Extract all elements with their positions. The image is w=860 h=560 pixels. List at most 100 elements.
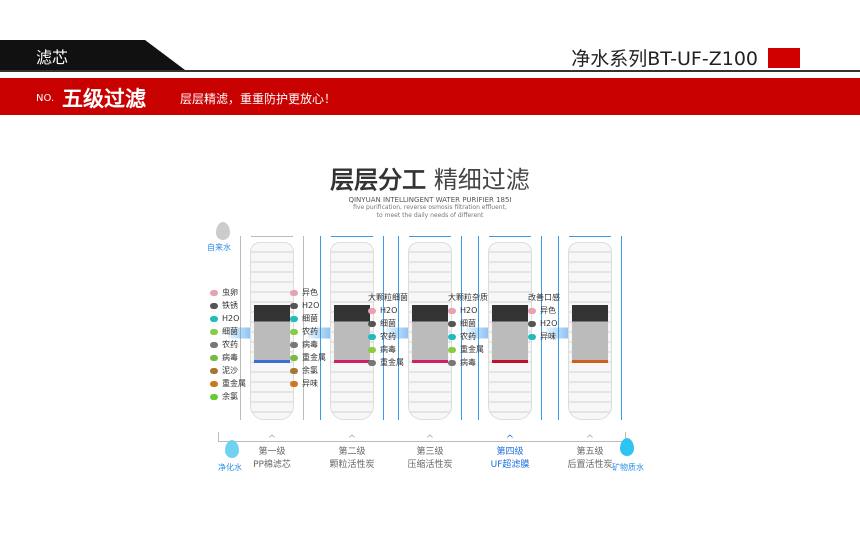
stage-label[interactable]: 第三级压缩活性炭 <box>407 447 453 470</box>
filter-cartridge[interactable] <box>408 242 452 420</box>
contaminant-icon <box>290 354 298 361</box>
outlet-left-label: 净化水 <box>218 463 242 472</box>
contaminant-item: 铁锈 <box>210 299 246 312</box>
title-band: NO. 五级过滤 层层精滤，重重防护更放心！ <box>0 78 860 115</box>
contaminant-icon <box>448 320 456 327</box>
contaminant-icon <box>210 315 218 322</box>
contaminant-icon <box>290 315 298 322</box>
contaminant-icon <box>368 346 376 353</box>
contaminant-item: 病毒 <box>210 351 246 364</box>
band-subtitle: 层层精滤，重重防护更放心！ <box>180 92 337 106</box>
accent-square <box>768 48 800 68</box>
contaminant-icon <box>210 354 218 361</box>
stage-label[interactable]: 第五级后置活性炭 <box>567 447 613 470</box>
water-drop-icon <box>216 222 230 240</box>
contaminant-icon <box>448 346 456 353</box>
contaminant-item: 细菌 <box>448 317 488 330</box>
contaminant-item: H2O <box>528 317 560 330</box>
hero-title: 层层分工 精细过滤 <box>0 160 860 195</box>
contaminant-icon <box>210 289 218 296</box>
pipe-line <box>218 432 626 442</box>
outlet-right-label: 矿物质水 <box>612 463 644 472</box>
contaminant-icon <box>210 367 218 374</box>
contaminant-item: H2O <box>368 304 408 317</box>
band-no: NO. <box>36 93 55 104</box>
contaminant-item: 农药 <box>290 325 326 338</box>
contaminant-icon <box>210 341 218 348</box>
contaminant-item: 病毒 <box>448 356 488 369</box>
contaminant-item: H2O <box>448 304 488 317</box>
contaminant-icon <box>528 320 536 327</box>
contaminant-icon <box>368 320 376 327</box>
contaminant-item: 重金属 <box>290 351 326 364</box>
contaminant-icon <box>368 359 376 366</box>
en-line-3: to meet the daily needs of different <box>376 212 484 219</box>
filter-cartridge[interactable] <box>568 242 612 420</box>
contaminant-icon <box>448 333 456 340</box>
contaminant-item: 重金属 <box>368 356 408 369</box>
filter-cartridge[interactable] <box>330 242 374 420</box>
filter-label <box>334 305 370 363</box>
hero-title-bold: 层层分工 <box>330 166 427 194</box>
contaminant-heading: 大颗粒杂质 <box>448 293 488 302</box>
header-divider <box>0 70 860 72</box>
contaminant-item: 病毒 <box>368 343 408 356</box>
en-line-1: QINYUAN INTELLINGENT WATER PURIFIER 185I <box>348 196 512 204</box>
contaminant-item: 病毒 <box>290 338 326 351</box>
contaminant-item: 农药 <box>448 330 488 343</box>
filter-label <box>254 305 290 363</box>
contaminant-icon <box>210 380 218 387</box>
band-title: 五级过滤 <box>62 87 146 111</box>
contaminant-icon <box>448 307 456 314</box>
filter-label <box>572 305 608 363</box>
contaminant-item: 农药 <box>368 330 408 343</box>
filter-cartridge[interactable] <box>250 242 294 420</box>
contaminant-item: 异色 <box>528 304 560 317</box>
series-title: 净水系列BT-UF-Z100 <box>571 48 758 70</box>
caret-up-icon: ^ <box>347 434 357 445</box>
contaminant-item: 细菌 <box>210 325 246 338</box>
contaminant-heading: 改善口感 <box>528 293 560 302</box>
contaminant-icon <box>290 367 298 374</box>
en-line-2: five purification, reverse osmosis filtr… <box>353 204 507 211</box>
filter-cartridge[interactable] <box>488 242 532 420</box>
caret-up-icon: ^ <box>267 434 277 445</box>
filter-label <box>412 305 448 363</box>
contaminant-icon <box>368 333 376 340</box>
contaminant-icon <box>528 307 536 314</box>
contaminant-icon <box>210 302 218 309</box>
contaminant-item: 异色 <box>290 286 326 299</box>
section-tab-label: 滤芯 <box>36 48 69 67</box>
contaminant-icon <box>448 359 456 366</box>
contaminant-icon <box>290 341 298 348</box>
contaminant-icon <box>528 333 536 340</box>
contaminant-item: 重金属 <box>210 377 246 390</box>
contaminant-item: 虫卵 <box>210 286 246 299</box>
contaminant-icon <box>210 393 218 400</box>
stage-label[interactable]: 第二级颗粒活性炭 <box>329 447 375 470</box>
contaminant-icon <box>290 302 298 309</box>
filter-label <box>492 305 528 363</box>
contaminant-icon <box>290 289 298 296</box>
contaminant-item: 余氯 <box>210 390 246 403</box>
contaminant-item: H2O <box>210 312 246 325</box>
water-drop-icon <box>620 438 634 456</box>
contaminant-icon <box>210 328 218 335</box>
contaminant-icon <box>290 380 298 387</box>
inlet-label: 自来水 <box>207 243 231 252</box>
section-tab: 滤芯 <box>0 40 185 70</box>
contaminant-icon <box>290 328 298 335</box>
contaminant-item: 泥沙 <box>210 364 246 377</box>
contaminant-item: 重金属 <box>448 343 488 356</box>
contaminant-item: 余氯 <box>290 364 326 377</box>
contaminant-item: 农药 <box>210 338 246 351</box>
contaminant-heading: 大颗粒细菌 <box>368 293 408 302</box>
contaminant-item: 异味 <box>528 330 560 343</box>
